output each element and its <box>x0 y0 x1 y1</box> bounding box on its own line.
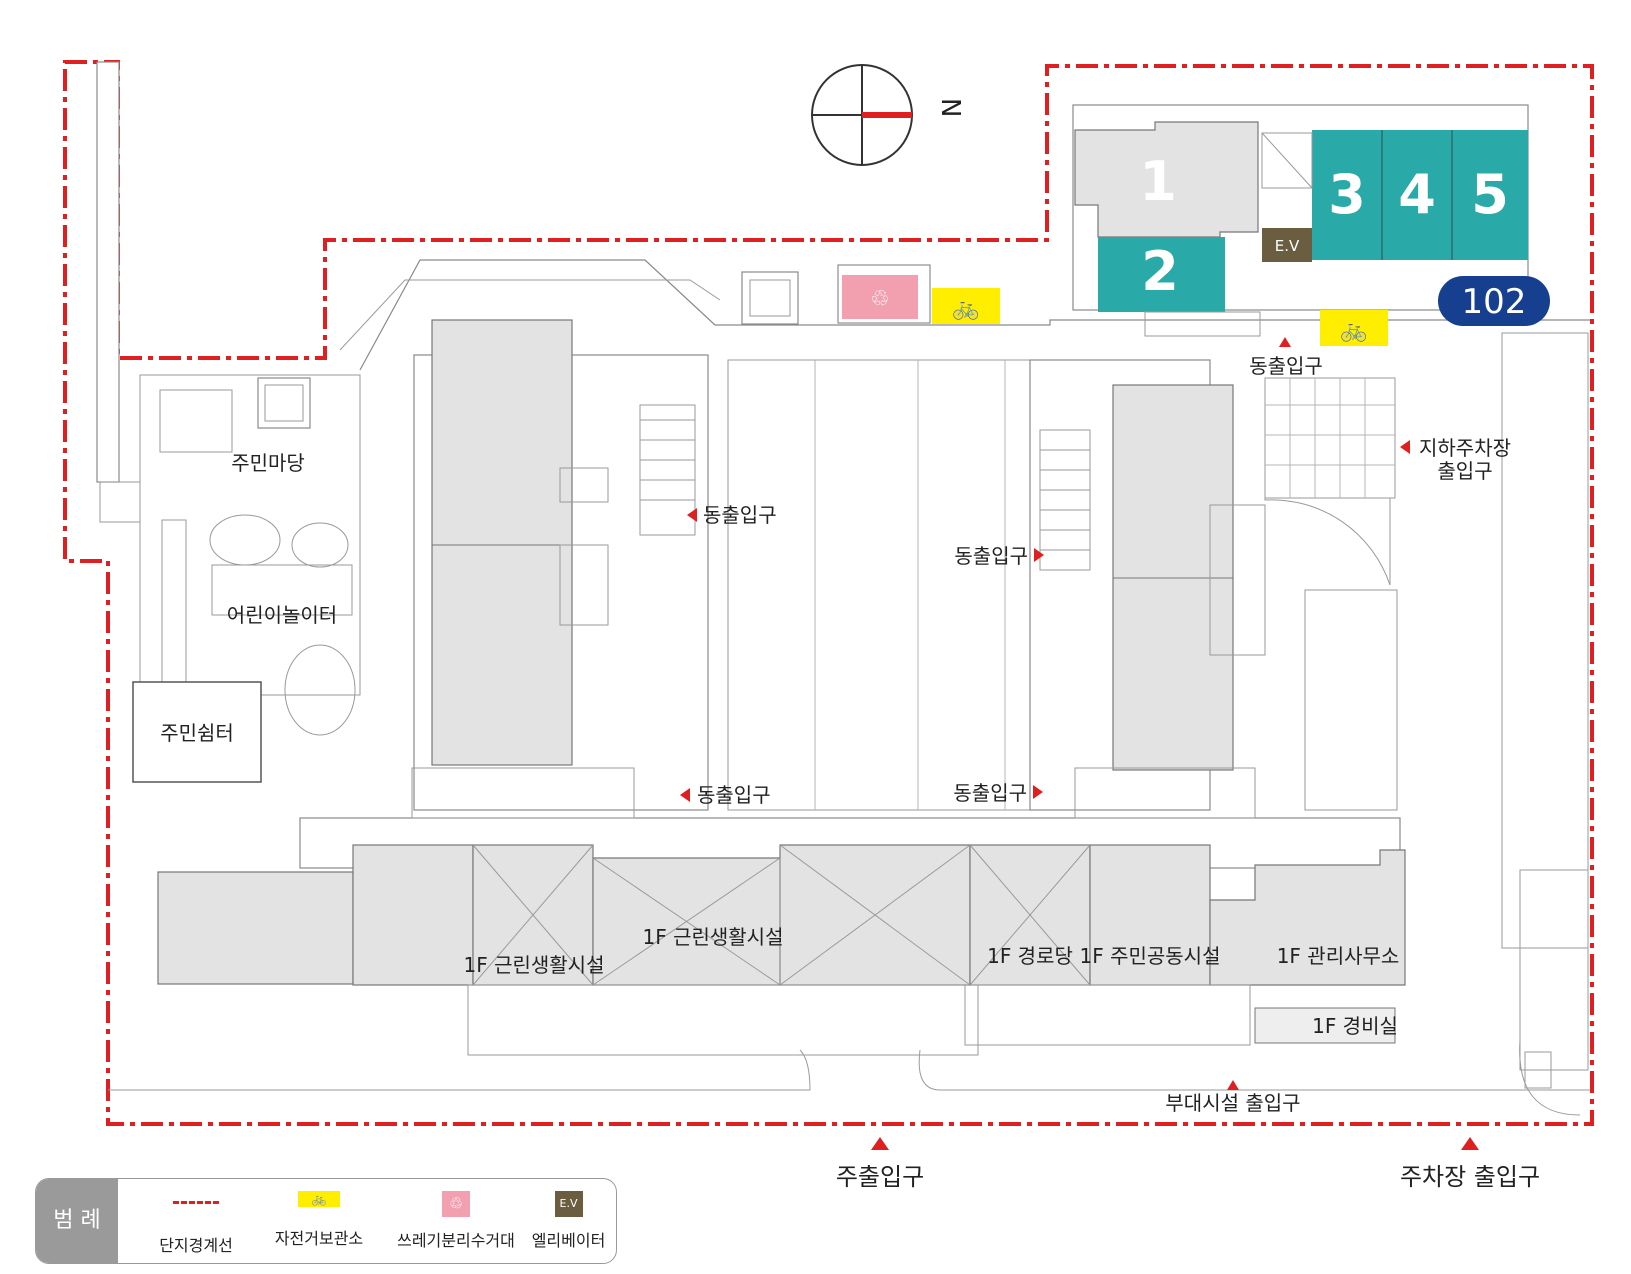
legend-label: 엘리베이터 <box>531 1231 606 1250</box>
legend-label: 쓰레기분리수거대 <box>397 1231 515 1250</box>
bicycle-icon: 🚲 <box>298 1191 340 1207</box>
legend-item-elevator: E.V 엘리베이터 <box>526 1191 611 1251</box>
boundary-line-icon <box>173 1201 219 1204</box>
legend-title: 범 례 <box>36 1179 118 1263</box>
label-entrance-bottom-right: 동출입구 <box>953 781 1027 805</box>
bicycle-icon <box>1320 310 1388 346</box>
recycle-icon: ♲ <box>442 1191 470 1217</box>
label-playground: 어린이놀이터 <box>227 603 337 627</box>
svg-text:♲: ♲ <box>870 287 890 312</box>
label-nbr-facility-mid: 1F 근린생활시설 <box>643 925 784 949</box>
legend-item-boundary: 단지경계선 <box>141 1191 251 1256</box>
label-entrance-left-mid: 동출입구 <box>703 503 777 527</box>
legend: 범 례 단지경계선 🚲 자전거보관소 ♲ 쓰레기분리수거대 E.V 엘리베이터 <box>35 1178 617 1264</box>
legend-label: 자전거보관소 <box>274 1229 364 1248</box>
svg-text:🚲: 🚲 <box>952 296 979 321</box>
recycle-icon <box>842 275 918 319</box>
label-main-entrance: 주출입구 <box>836 1163 924 1191</box>
unit-label-5: 5 <box>1471 163 1509 226</box>
label-resident-yard: 주민마당 <box>231 451 305 475</box>
arrow-right-icon <box>1034 548 1044 562</box>
site-boundary <box>63 60 1594 1126</box>
label-management-office: 1F 관리사무소 <box>1277 944 1400 968</box>
unit-label-4: 4 <box>1398 163 1436 226</box>
commercial-row <box>157 844 1406 1056</box>
ground-layout <box>96 61 1590 1116</box>
arrow-left-icon <box>1400 440 1410 454</box>
label-senior-center: 1F 경로당 <box>987 944 1073 968</box>
legend-label: 단지경계선 <box>159 1236 233 1255</box>
unit-1 <box>1074 121 1259 238</box>
label-underground-parking-2: 출입구 <box>1437 459 1492 483</box>
unit-label-2: 2 <box>1141 240 1179 303</box>
label-guard-room: 1F 경비실 <box>1312 1014 1398 1038</box>
elevator-icon <box>1262 228 1312 262</box>
svg-text:🚲: 🚲 <box>1340 318 1367 343</box>
arrow-up-icon <box>1279 337 1291 347</box>
legend-item-recycle: ♲ 쓰레기분리수거대 <box>391 1191 521 1251</box>
legend-item-bicycle: 🚲 자전거보관소 <box>264 1191 374 1249</box>
right-tower <box>1029 359 1266 811</box>
elevator-icon: E.V <box>554 1191 583 1217</box>
label-entrance-bottom-left: 동출입구 <box>697 783 771 807</box>
map-labels: 주민마당 어린이놀이터 주민쉼터 동출입구 동출입구 동출입구 동출입구 동출입… <box>160 354 1540 1191</box>
arrow-right-icon <box>1033 785 1043 799</box>
north-label: N <box>935 98 965 117</box>
unit-5 <box>1452 130 1528 260</box>
ev-label: E.V <box>1275 237 1300 255</box>
label-resident-shelter: 주민쉼터 <box>160 721 234 745</box>
label-entrance-right-mid: 동출입구 <box>954 544 1028 568</box>
unit-4 <box>1382 130 1452 260</box>
arrow-left-icon <box>680 788 690 802</box>
unit-3 <box>1312 130 1382 260</box>
compass: N <box>811 64 965 166</box>
label-community-facility: 1F 주민공동시설 <box>1080 944 1221 968</box>
label-aux-facility-entrance: 부대시설 출입구 <box>1165 1091 1300 1115</box>
entrance-arrows <box>680 337 1479 1150</box>
label-parking-entrance: 주차장 출입구 <box>1400 1163 1540 1191</box>
left-tower <box>413 319 709 811</box>
unit-label-3: 3 <box>1328 163 1366 226</box>
label-nbr-facility-left: 1F 근린생활시설 <box>464 953 605 977</box>
arrow-left-icon <box>687 508 697 522</box>
building-number: 102 <box>1462 282 1527 322</box>
unit-label-1: 1 <box>1139 150 1177 213</box>
label-underground-parking-1: 지하주차장 <box>1419 436 1511 460</box>
arrow-up-icon <box>871 1137 889 1150</box>
arrow-up-icon <box>1227 1080 1239 1090</box>
building-number-badge <box>1438 276 1550 326</box>
arrow-up-icon <box>1461 1137 1479 1150</box>
building-102: 1 2 3 4 5 E.V 102 <box>1072 104 1550 337</box>
unit-2 <box>1098 237 1225 312</box>
label-entrance-top: 동출입구 <box>1249 354 1323 378</box>
bicycle-icon <box>932 288 1000 324</box>
